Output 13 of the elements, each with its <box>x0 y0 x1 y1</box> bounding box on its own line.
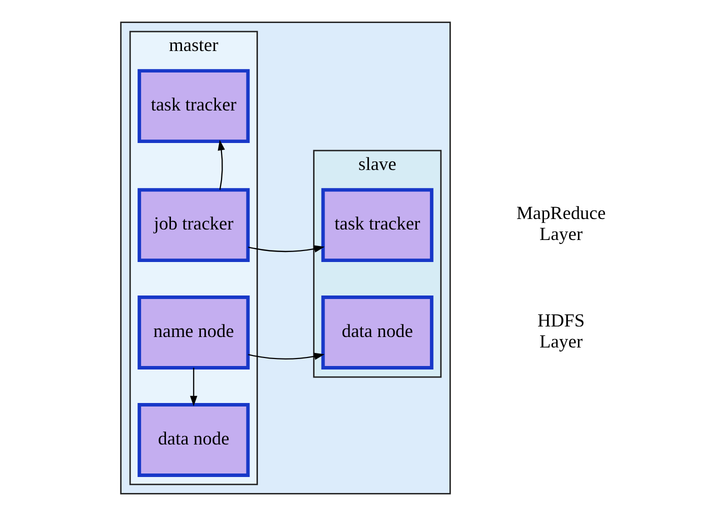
cluster <box>120 22 451 494</box>
node-box: task tracker <box>321 188 434 262</box>
node-box: job tracker <box>138 188 250 262</box>
label: HDFS Layer <box>537 310 585 352</box>
node-box: data node <box>321 296 434 370</box>
arrow <box>248 245 325 252</box>
arrow <box>218 140 225 190</box>
node-box: data node <box>138 403 250 477</box>
arrow <box>190 368 198 406</box>
node-box: task tracker <box>138 69 250 144</box>
node-box: name node <box>138 296 250 370</box>
label: MapReduce Layer <box>516 203 606 244</box>
arrow <box>248 352 325 360</box>
